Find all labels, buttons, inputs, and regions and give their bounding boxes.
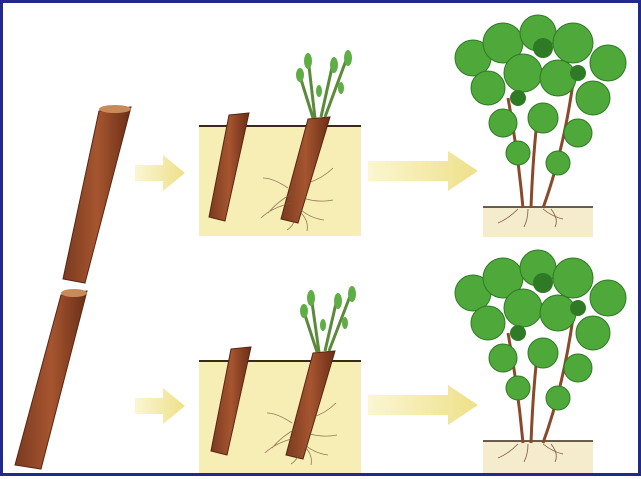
arrow-row1-b	[368, 151, 478, 191]
propagation-diagram	[3, 3, 641, 479]
arrow-row2-b	[368, 385, 478, 425]
soil-box-row2	[199, 286, 361, 473]
stem-cutting-top	[63, 105, 131, 283]
stem-cutting-bottom	[15, 289, 87, 469]
soil-box-row1	[199, 50, 361, 236]
arrow-row2-a	[135, 388, 185, 424]
grown-plant-row2	[455, 250, 626, 473]
arrow-row1-a	[135, 155, 185, 191]
grown-plant-row1	[455, 15, 626, 237]
